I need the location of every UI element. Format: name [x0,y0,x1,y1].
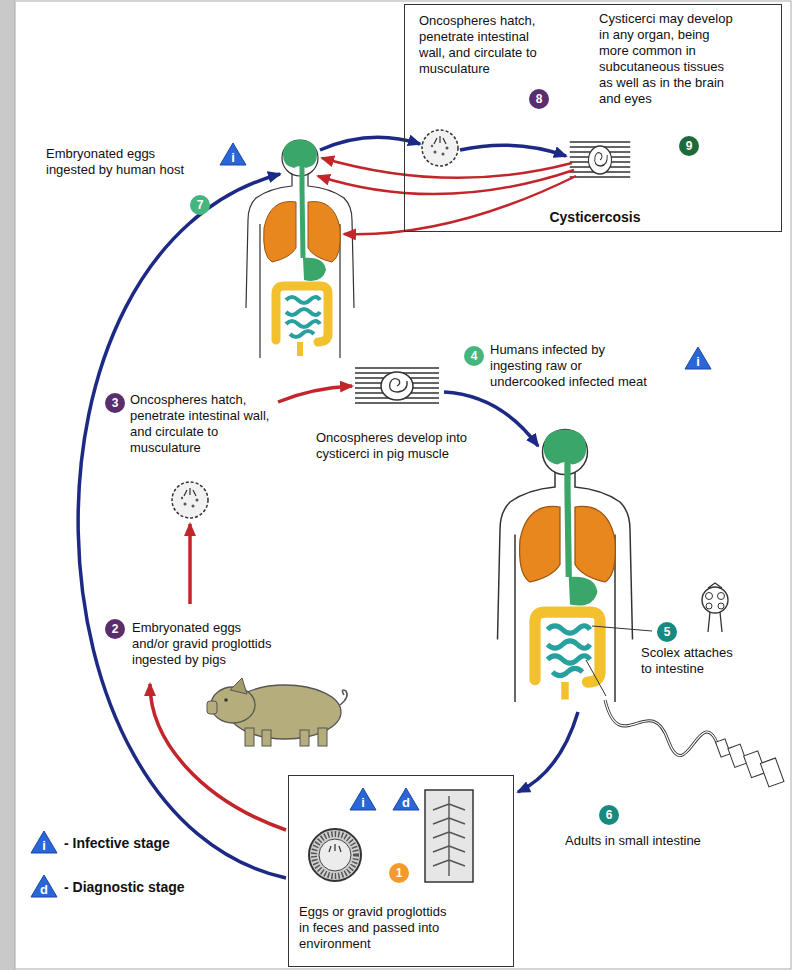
label-holder: Humans infected by ingesting raw or unde… [490,342,655,390]
callout-number: 4 [464,346,484,366]
callout-number: 7 [190,195,210,215]
callout-number: 9 [679,136,699,156]
marker-letter: 2 [105,619,125,639]
stage-triangle: d [30,874,58,898]
marker-letter: d [392,787,420,810]
marker-letter: 6 [599,805,619,825]
marker-letter: i [30,830,58,853]
stage-note: Oncospheres hatch, penetrate intestinal … [130,392,272,456]
stage-text: Oncospheres hatch, penetrate intestinal … [419,13,544,77]
stage-note: Embryonated eggs and/or gravid proglotti… [132,620,277,668]
text-holder: Cysticercosis [515,209,675,226]
label-holder: Scolex attaches to intestine [641,645,741,677]
stage-note: Embryonated eggs ingested by human host [46,146,196,178]
stage-text: Cysticerci may develop in any organ, bei… [599,11,739,107]
label-holder: Embryonated eggs ingested by human host [46,146,196,178]
stage-triangle: d [392,787,420,811]
callout-number: 2 [105,619,125,639]
legend-text: - Diagnostic stage [64,878,185,896]
stage-box: Oncospheres hatch, penetrate intestinal … [404,4,782,232]
stage-text: Cysticercosis [515,209,675,226]
marker-letter: 9 [679,136,699,156]
stage-triangle: i [349,787,377,811]
stage-triangle: i [684,346,712,370]
text-holder: Eggs or gravid proglottids in feces and … [299,904,454,952]
stage-note: Oncospheres develop into cysticerci in p… [316,430,476,462]
marker-letter: 1 [389,863,409,883]
stage-triangle: i [30,830,58,854]
stage-box: Eggs or gravid proglottids in feces and … [288,775,514,967]
marker-letter: i [684,346,712,369]
stage-text: Eggs or gravid proglottids in feces and … [299,904,454,952]
label-holder: Oncospheres develop into cysticerci in p… [316,430,476,462]
callout-number: 5 [657,622,677,642]
label-holder: Embryonated eggs and/or gravid proglotti… [132,620,277,668]
marker-letter: 5 [657,622,677,642]
stage-note: Scolex attaches to intestine [641,645,741,677]
marker-letter: i [219,142,247,165]
stage-note: Humans infected by ingesting raw or unde… [490,342,655,390]
marker-letter: d [30,874,58,897]
legend-holder: - Diagnostic stage [64,878,185,896]
marker-letter: 7 [190,195,210,215]
legend-text: - Infective stage [64,834,170,852]
marker-letter: 8 [529,89,549,109]
callout-number: 3 [105,393,125,413]
callout-number: 1 [389,863,409,883]
callout-number: 8 [529,89,549,109]
label-holder: Oncospheres hatch, penetrate intestinal … [130,392,272,456]
marker-letter: 3 [105,393,125,413]
text-holder: Oncospheres hatch, penetrate intestinal … [419,13,544,77]
marker-letter: i [349,787,377,810]
label-holder: Adults in small intestine [565,833,735,849]
stage-note: Adults in small intestine [565,833,735,849]
text-holder: Cysticerci may develop in any organ, bei… [599,11,739,107]
legend-holder: - Infective stage [64,834,170,852]
stage-triangle: i [219,142,247,166]
callout-number: 6 [599,805,619,825]
marker-letter: 4 [464,346,484,366]
